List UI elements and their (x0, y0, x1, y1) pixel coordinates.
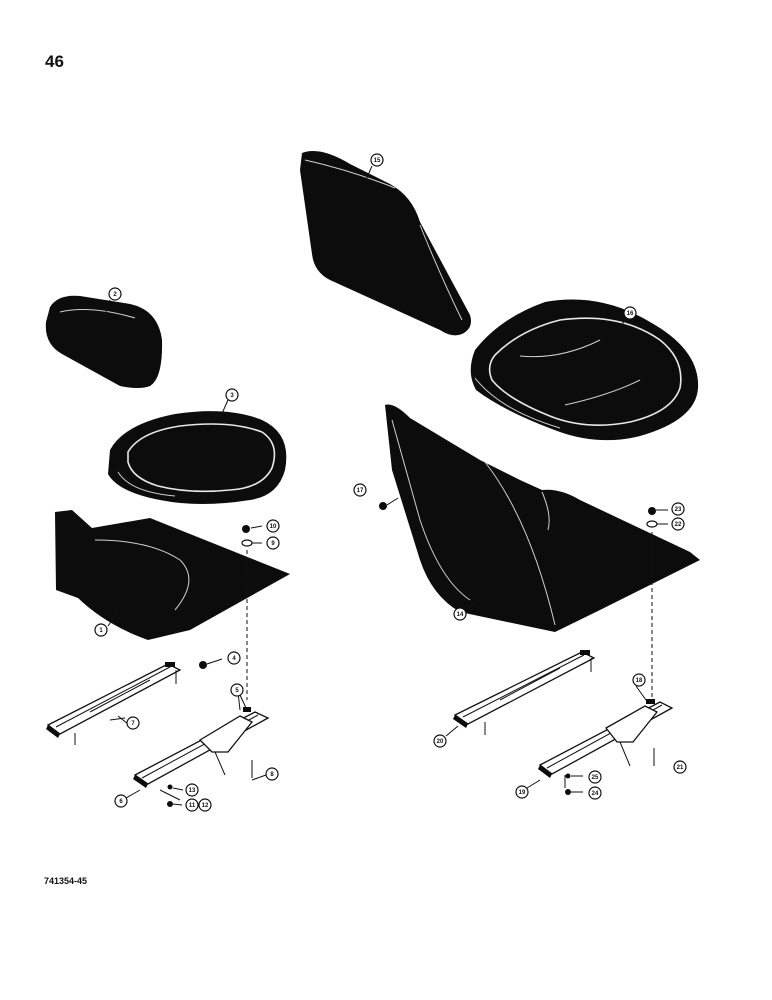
callout-13: 13 (185, 783, 199, 797)
callout-3-label: 3 (230, 393, 234, 399)
callout-7: 7 (126, 716, 140, 730)
seat-cushion-right (470, 299, 699, 441)
callout-5-label: 5 (235, 688, 239, 694)
callout-25: 25 (588, 770, 602, 784)
callout-10: 10 (266, 519, 280, 533)
slide-rail-6 (133, 694, 270, 801)
callout-25-label: 25 (592, 775, 599, 781)
back-cushion-right (300, 151, 471, 336)
callout-20-label: 20 (437, 739, 444, 745)
callout-8: 8 (265, 767, 279, 781)
callout-2: 2 (108, 287, 122, 301)
hardware-left-bottom (167, 784, 184, 807)
callout-15: 15 (370, 153, 384, 167)
slide-rail-19 (538, 699, 674, 788)
hardware-right-bottom (565, 773, 583, 795)
callout-14-label: 14 (457, 612, 464, 618)
callout-17-label: 17 (357, 488, 364, 494)
callout-10-label: 10 (270, 524, 277, 530)
callout-1: 1 (94, 623, 108, 637)
page-number: 46 (45, 52, 64, 71)
callout-18: 18 (632, 673, 646, 687)
callout-23-label: 23 (675, 507, 682, 513)
callout-24-label: 24 (592, 791, 599, 797)
callout-9-label: 9 (271, 541, 275, 547)
callout-17: 17 (353, 483, 367, 497)
back-pad-left (45, 295, 163, 388)
callout-21: 21 (673, 760, 687, 774)
seat-cushion-left (108, 411, 287, 504)
callout-9: 9 (266, 536, 280, 550)
callout-12: 12 (198, 798, 212, 812)
callout-3: 3 (225, 388, 239, 402)
callout-8-label: 8 (270, 772, 274, 778)
callout-16-label: 16 (627, 311, 634, 317)
figure-code: 741354-45 (44, 876, 88, 886)
bolt-17 (379, 497, 399, 510)
callout-15-label: 15 (374, 158, 381, 164)
callout-22-label: 22 (675, 522, 682, 528)
callout-1-label: 1 (99, 628, 103, 634)
callout-16: 16 (623, 306, 637, 320)
callout-19-label: 19 (519, 790, 526, 796)
callout-18-label: 18 (636, 678, 643, 684)
callout-21-label: 21 (677, 765, 684, 771)
callout-5: 5 (230, 683, 244, 697)
bolt-4 (199, 658, 223, 669)
callout-24: 24 (588, 786, 602, 800)
callout-11-label: 11 (189, 803, 196, 809)
callout-6-label: 6 (119, 799, 123, 805)
nut-washer-right (646, 507, 668, 698)
callout-6: 6 (114, 794, 128, 808)
seat-pan-left (55, 510, 290, 640)
callout-19: 19 (515, 785, 529, 799)
callout-4-label: 4 (232, 656, 236, 662)
slide-rail-7 (46, 662, 182, 745)
slide-rail-20 (453, 650, 596, 735)
callout-20: 20 (433, 734, 447, 748)
callout-13-label: 13 (189, 788, 196, 794)
callout-11: 11 (185, 798, 199, 812)
nut-washer-left (241, 525, 263, 700)
callout-12-label: 12 (202, 803, 209, 809)
callout-14: 14 (453, 607, 467, 621)
seat-pan-right (385, 404, 700, 632)
callout-22: 22 (671, 517, 685, 531)
callout-2-label: 2 (113, 292, 117, 298)
callout-23: 23 (671, 502, 685, 516)
callout-4: 4 (227, 651, 241, 665)
callout-7-label: 7 (131, 721, 135, 727)
